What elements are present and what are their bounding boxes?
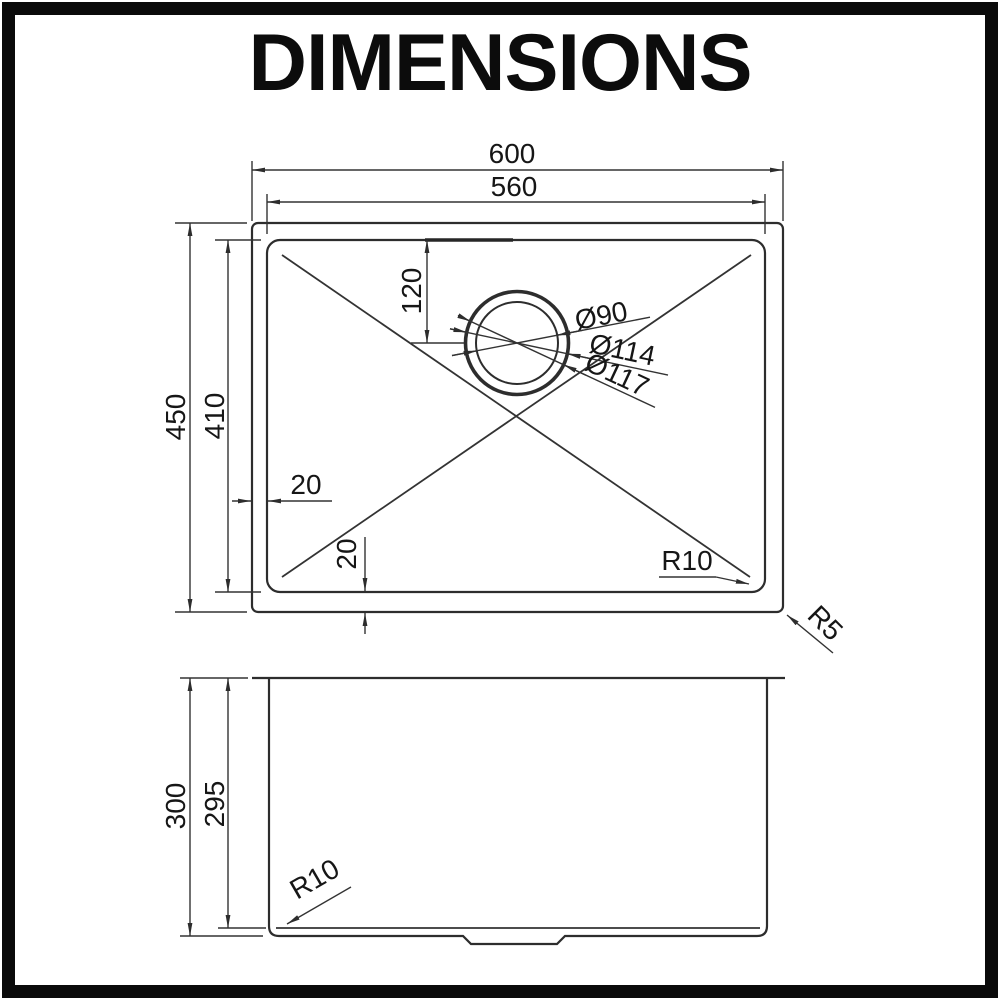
dim-bowl-depth: 410 <box>199 239 261 593</box>
dim-bottom-wall-offset: 20 <box>331 537 368 634</box>
dim-label-560: 560 <box>491 171 538 202</box>
dim-label-300: 300 <box>160 783 191 830</box>
dim-left-wall-offset: 20 <box>232 469 332 504</box>
dim-label-450: 450 <box>160 394 191 441</box>
front-view: 300 295 R10 <box>160 676 785 946</box>
dim-front-corner-radius: R10 <box>285 853 352 925</box>
dim-bowl-corner-radius: R10 <box>659 545 750 585</box>
dim-label-20-left: 20 <box>290 469 321 500</box>
dim-drain-offset: 120 <box>396 239 464 344</box>
dim-overall-width: 600 <box>251 138 784 221</box>
dim-label-20-bottom: 20 <box>331 538 362 569</box>
dim-label-r5: R5 <box>802 599 849 646</box>
page-title: DIMENSIONS <box>248 17 752 108</box>
dim-inner-height: 295 <box>199 677 266 929</box>
dim-label-r10-top: R10 <box>661 545 712 576</box>
dim-label-295: 295 <box>199 781 230 828</box>
drain-inner-circle <box>475 301 559 385</box>
top-view-bowl-edge <box>265 238 767 594</box>
top-view: 600 560 450 410 <box>160 138 849 654</box>
drain-outer-circle <box>463 289 571 397</box>
dim-outer-corner-radius: R5 <box>786 599 849 654</box>
slope-diagonal-bl-tr <box>281 254 752 578</box>
dim-label-120: 120 <box>396 268 427 315</box>
dim-label-410: 410 <box>199 393 230 440</box>
dim-label-600: 600 <box>489 138 536 169</box>
dim-label-r10-front: R10 <box>285 853 345 906</box>
dim-overall-depth: 450 <box>160 222 247 613</box>
dim-bowl-width: 560 <box>266 171 766 234</box>
top-view-outer-rim <box>250 221 785 614</box>
front-view-outline <box>252 676 785 946</box>
dim-overall-height: 300 <box>160 677 263 937</box>
